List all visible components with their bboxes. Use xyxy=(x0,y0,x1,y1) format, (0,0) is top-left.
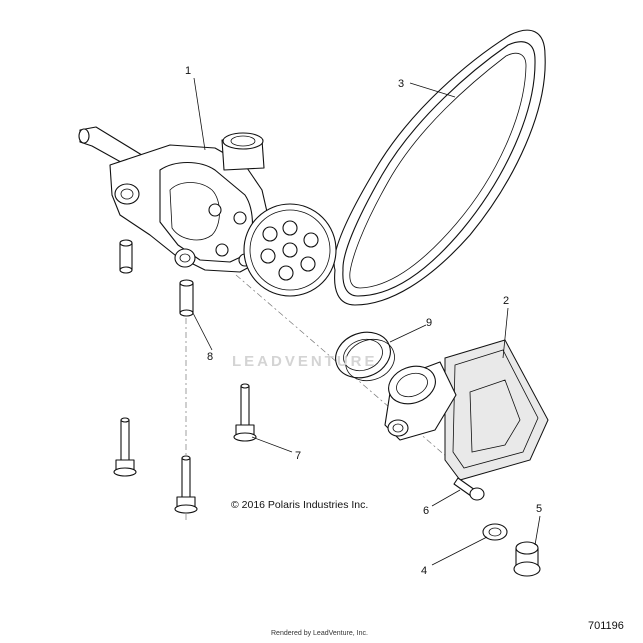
bolt-center[interactable] xyxy=(233,383,257,442)
bolt-lower[interactable] xyxy=(174,455,198,514)
callout-1: 1 xyxy=(185,65,191,77)
callout-4: 4 xyxy=(421,565,427,577)
callout-7: 7 xyxy=(295,450,301,462)
leader-9 xyxy=(389,324,427,343)
copyright-notice: © 2016 Polaris Industries Inc. xyxy=(231,499,369,511)
leader-3 xyxy=(409,82,456,98)
callout-8: 8 xyxy=(207,351,213,363)
dowel-pin-upper[interactable] xyxy=(119,239,133,274)
leader-4 xyxy=(431,536,488,566)
rendered-by-credit: Rendered by LeadVenture, Inc. xyxy=(271,630,368,637)
oil-pickup-strainer[interactable] xyxy=(383,339,549,481)
callout-3: 3 xyxy=(398,78,404,90)
diagram-id: 701196 xyxy=(588,620,624,632)
dowel-pin-lower[interactable] xyxy=(179,279,194,317)
o-ring-seal[interactable] xyxy=(329,325,400,388)
leader-7 xyxy=(251,436,293,453)
drive-chain[interactable] xyxy=(333,29,546,306)
bolt-left[interactable] xyxy=(113,417,137,477)
callout-5: 5 xyxy=(536,503,542,515)
watermark: LEADVENTURE xyxy=(232,353,378,370)
oil-pump-assembly[interactable] xyxy=(78,126,337,297)
leader-1 xyxy=(193,77,206,151)
leader-5 xyxy=(534,515,541,546)
screw[interactable] xyxy=(453,477,485,501)
callout-9: 9 xyxy=(426,317,432,329)
callout-6: 6 xyxy=(423,505,429,517)
leader-6 xyxy=(431,489,461,507)
leader-8 xyxy=(192,312,213,351)
washer[interactable] xyxy=(482,523,508,541)
leader-2 xyxy=(502,307,509,359)
plug[interactable] xyxy=(513,541,541,577)
callout-2: 2 xyxy=(503,295,509,307)
